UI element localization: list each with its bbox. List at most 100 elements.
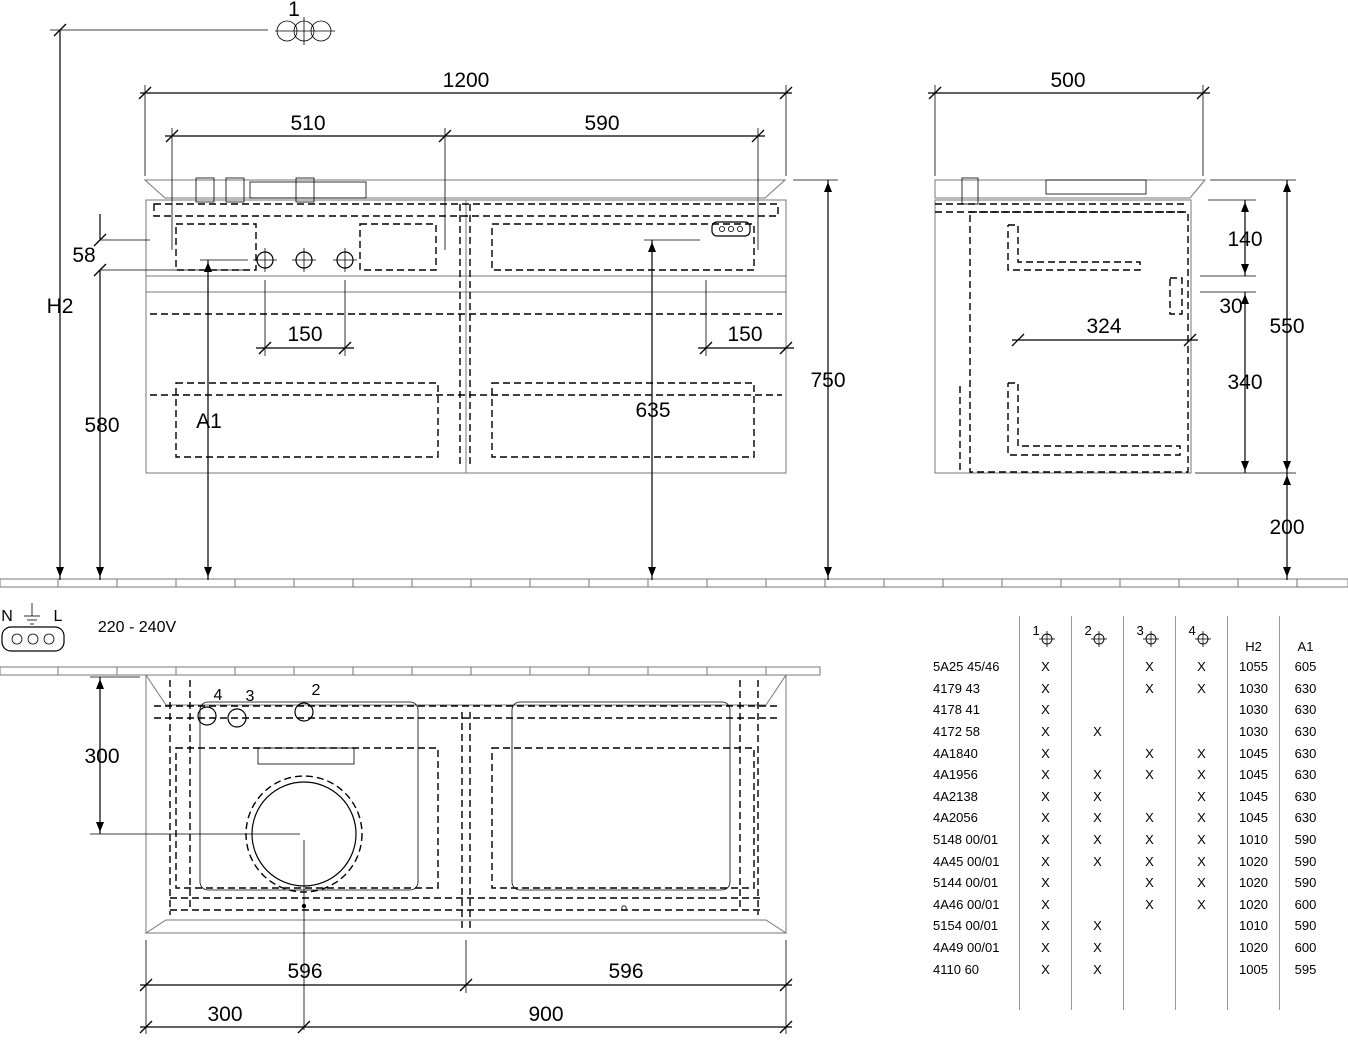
table-cell-c2 [1071,893,1124,916]
dim-900: 900 [528,1003,563,1026]
dim-580: 580 [84,414,119,437]
table-cell-c4 [1175,720,1228,743]
table-cell-a1: 630 [1279,785,1331,808]
dim-150-left: 150 [287,323,322,346]
table-cell-c1: X [1019,936,1072,959]
dim-510: 510 [290,112,325,135]
table-cell-c2: X [1071,828,1124,851]
table-cell-c4: X [1175,742,1228,764]
table-cell-c1: X [1019,785,1072,808]
table-cell-c4: X [1175,763,1228,786]
table-cell-h2: 1020 [1227,850,1280,872]
table-cell-a1: 630 [1279,677,1331,700]
dim-300-bottom: 300 [207,1003,242,1026]
table-cell-c2 [1071,871,1124,894]
table-cell-code: 4A1840 [933,745,978,761]
fixture-2-icon [1090,631,1107,647]
dim-750: 750 [810,369,845,392]
table-cell-c1: X [1019,763,1072,786]
table-cell-empty [933,980,1020,1010]
table-cell-a1: 590 [1279,828,1331,851]
table-cell-c3 [1123,720,1176,743]
table-cell-a1: 600 [1279,893,1331,916]
table-cell-c4: X [1175,807,1228,829]
table-cell-c2: X [1071,763,1124,786]
table-cell-empty [1019,979,1072,1010]
table-cell-code: 4110 60 [933,961,980,977]
table-cell-c4: X [1175,828,1228,851]
table-cell-c2 [1071,699,1124,721]
table-cell-c1: X [1019,893,1072,916]
table-cell-code: 4A1956 [933,767,978,783]
table-cell-c3 [1123,958,1176,980]
dim-150-right: 150 [727,323,762,346]
dim-596-right: 596 [608,960,643,983]
table-cell-empty [1279,979,1331,1010]
table-cell-c3: X [1123,871,1176,894]
power-socket-icon [1,603,65,652]
table-cell-code: 5148 00/01 [933,832,999,848]
hole-4-label: 4 [214,687,223,704]
table-cell-c4 [1175,699,1228,721]
table-cell-c1: X [1019,656,1072,678]
voltage-label: 220 - 240V [98,619,177,636]
dim-140: 140 [1227,228,1262,251]
table-cell-h2: 1020 [1227,936,1280,959]
table-header-fixture-1: 1 [1019,616,1072,656]
table-cell-h2: 1020 [1227,893,1280,916]
dim-324: 324 [1086,315,1121,338]
plan-view [90,674,793,1034]
dim-500: 500 [1050,69,1085,92]
table-cell-c1: X [1019,699,1072,721]
table-cell-code: 4A2056 [933,810,978,826]
table-cell-c3: X [1123,656,1176,678]
table-cell-c1: X [1019,807,1072,829]
dim-300-vertical: 300 [84,745,119,768]
table-cell-c2: X [1071,936,1124,959]
neutral-label: N [1,608,13,625]
table-cell-code: 4A2138 [933,788,978,804]
table-cell-c4: X [1175,785,1228,808]
table-cell-c2 [1071,677,1124,700]
table-cell-c1: X [1019,720,1072,743]
table-cell-code: 4A46 00/01 [933,896,1000,912]
table-cell-h2: 1030 [1227,699,1280,721]
table-cell-a1: 605 [1279,656,1331,678]
table-cell-a1: 630 [1279,763,1331,786]
dim-30: 30 [1219,295,1242,318]
table-cell-c4 [1175,915,1228,937]
table-cell-c1: X [1019,742,1072,764]
table-cell-code: 5144 00/01 [933,875,999,891]
table-cell-a1: 590 [1279,850,1331,872]
table-cell-c4 [1175,936,1228,959]
table-cell-h2: 1045 [1227,785,1280,808]
side-view [928,85,1296,580]
table-cell-h2: 1010 [1227,828,1280,851]
live-label: L [54,608,63,625]
table-cell-a1: 630 [1279,807,1331,829]
table-cell-code: 4179 43 [933,680,980,696]
table-cell-c2 [1071,742,1124,764]
hole-3-label: 3 [246,688,255,705]
table-cell-c4: X [1175,850,1228,872]
table-cell-c1: X [1019,915,1072,937]
table-cell-code: 4178 41 [933,702,980,718]
table-cell-c3: X [1123,677,1176,700]
marker-1-label: 1 [288,0,300,21]
table-cell-a1: 630 [1279,699,1331,721]
fixture-1-symbol [275,17,335,45]
table-cell-h2: 1010 [1227,915,1280,937]
table-cell-code: 4A45 00/01 [933,853,1000,869]
table-cell-h2: 1045 [1227,763,1280,786]
table-cell-c1: X [1019,871,1072,894]
table-cell-c4: X [1175,677,1228,700]
table-cell-c2: X [1071,720,1124,743]
